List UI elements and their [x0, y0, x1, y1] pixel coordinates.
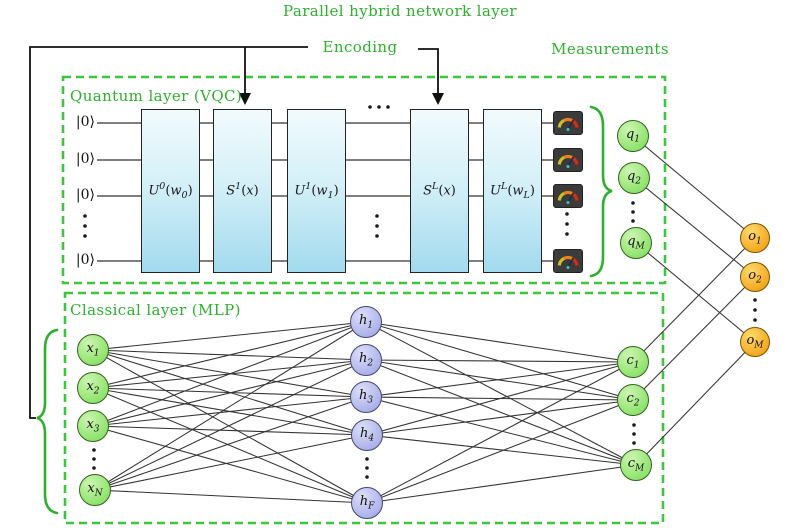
- network-connections: [92, 135, 756, 504]
- ket-zero-label: |0⟩: [75, 151, 95, 167]
- ket-zero-label: |0⟩: [75, 252, 95, 268]
- arrowhead-icon: [432, 93, 444, 105]
- encoding-label: Encoding: [322, 38, 398, 56]
- input-feedback-brace: [36, 328, 59, 515]
- arrowhead-icon: [239, 93, 251, 105]
- quantum-layer-border: [61, 75, 667, 285]
- input-node-x2: x2: [77, 372, 109, 404]
- gate-u0: U0(w0): [141, 109, 200, 273]
- measurement-gauge-icon: [553, 249, 583, 273]
- hidden-node-h1: h1: [350, 306, 382, 338]
- ellipsis-dots: [83, 105, 757, 479]
- input-node-xN: xN: [79, 474, 111, 506]
- gate-u1: U1(w1): [287, 109, 346, 273]
- qubit-output-q2: q2: [618, 162, 650, 194]
- classical-layer-border: [63, 291, 665, 525]
- gate-uL: UL(wL): [483, 109, 542, 273]
- final-output-o1: o1: [740, 223, 770, 253]
- gate-sL: SL(x): [410, 109, 469, 273]
- ket-zero-label: |0⟩: [75, 187, 95, 203]
- hidden-node-h2: h2: [350, 344, 382, 376]
- classical-output-cM: cM: [620, 449, 652, 481]
- feedback-line: [29, 46, 308, 419]
- hidden-node-hF: hF: [351, 487, 383, 519]
- final-output-oM: oM: [740, 327, 770, 357]
- input-node-x3: x3: [77, 410, 109, 442]
- qubit-output-qM: qM: [620, 227, 652, 259]
- quantum-layer-label: Quantum layer (VQC): [70, 87, 243, 105]
- qubit-output-q1: q1: [617, 120, 649, 152]
- encoding-arrow-line-2: [418, 48, 439, 95]
- measurements-label: Measurements: [551, 40, 669, 58]
- gate-s1: S1(x): [213, 109, 272, 273]
- input-node-x1: x1: [77, 334, 109, 366]
- measurement-gauge-icon: [553, 184, 583, 208]
- ket-zero-label: |0⟩: [75, 114, 95, 130]
- measurement-gauge-icon: [553, 148, 583, 172]
- classical-layer-label: Classical layer (MLP): [70, 301, 241, 319]
- qubit-outputs-brace: [589, 105, 613, 278]
- hidden-node-h4: h4: [351, 419, 383, 451]
- classical-output-c2: c2: [617, 384, 649, 416]
- final-output-o2: o2: [740, 262, 770, 292]
- classical-output-c1: c1: [617, 346, 649, 378]
- hidden-node-h3: h3: [350, 381, 382, 413]
- measurement-gauge-icon: [553, 111, 583, 135]
- page-title: Parallel hybrid network layer: [283, 2, 517, 20]
